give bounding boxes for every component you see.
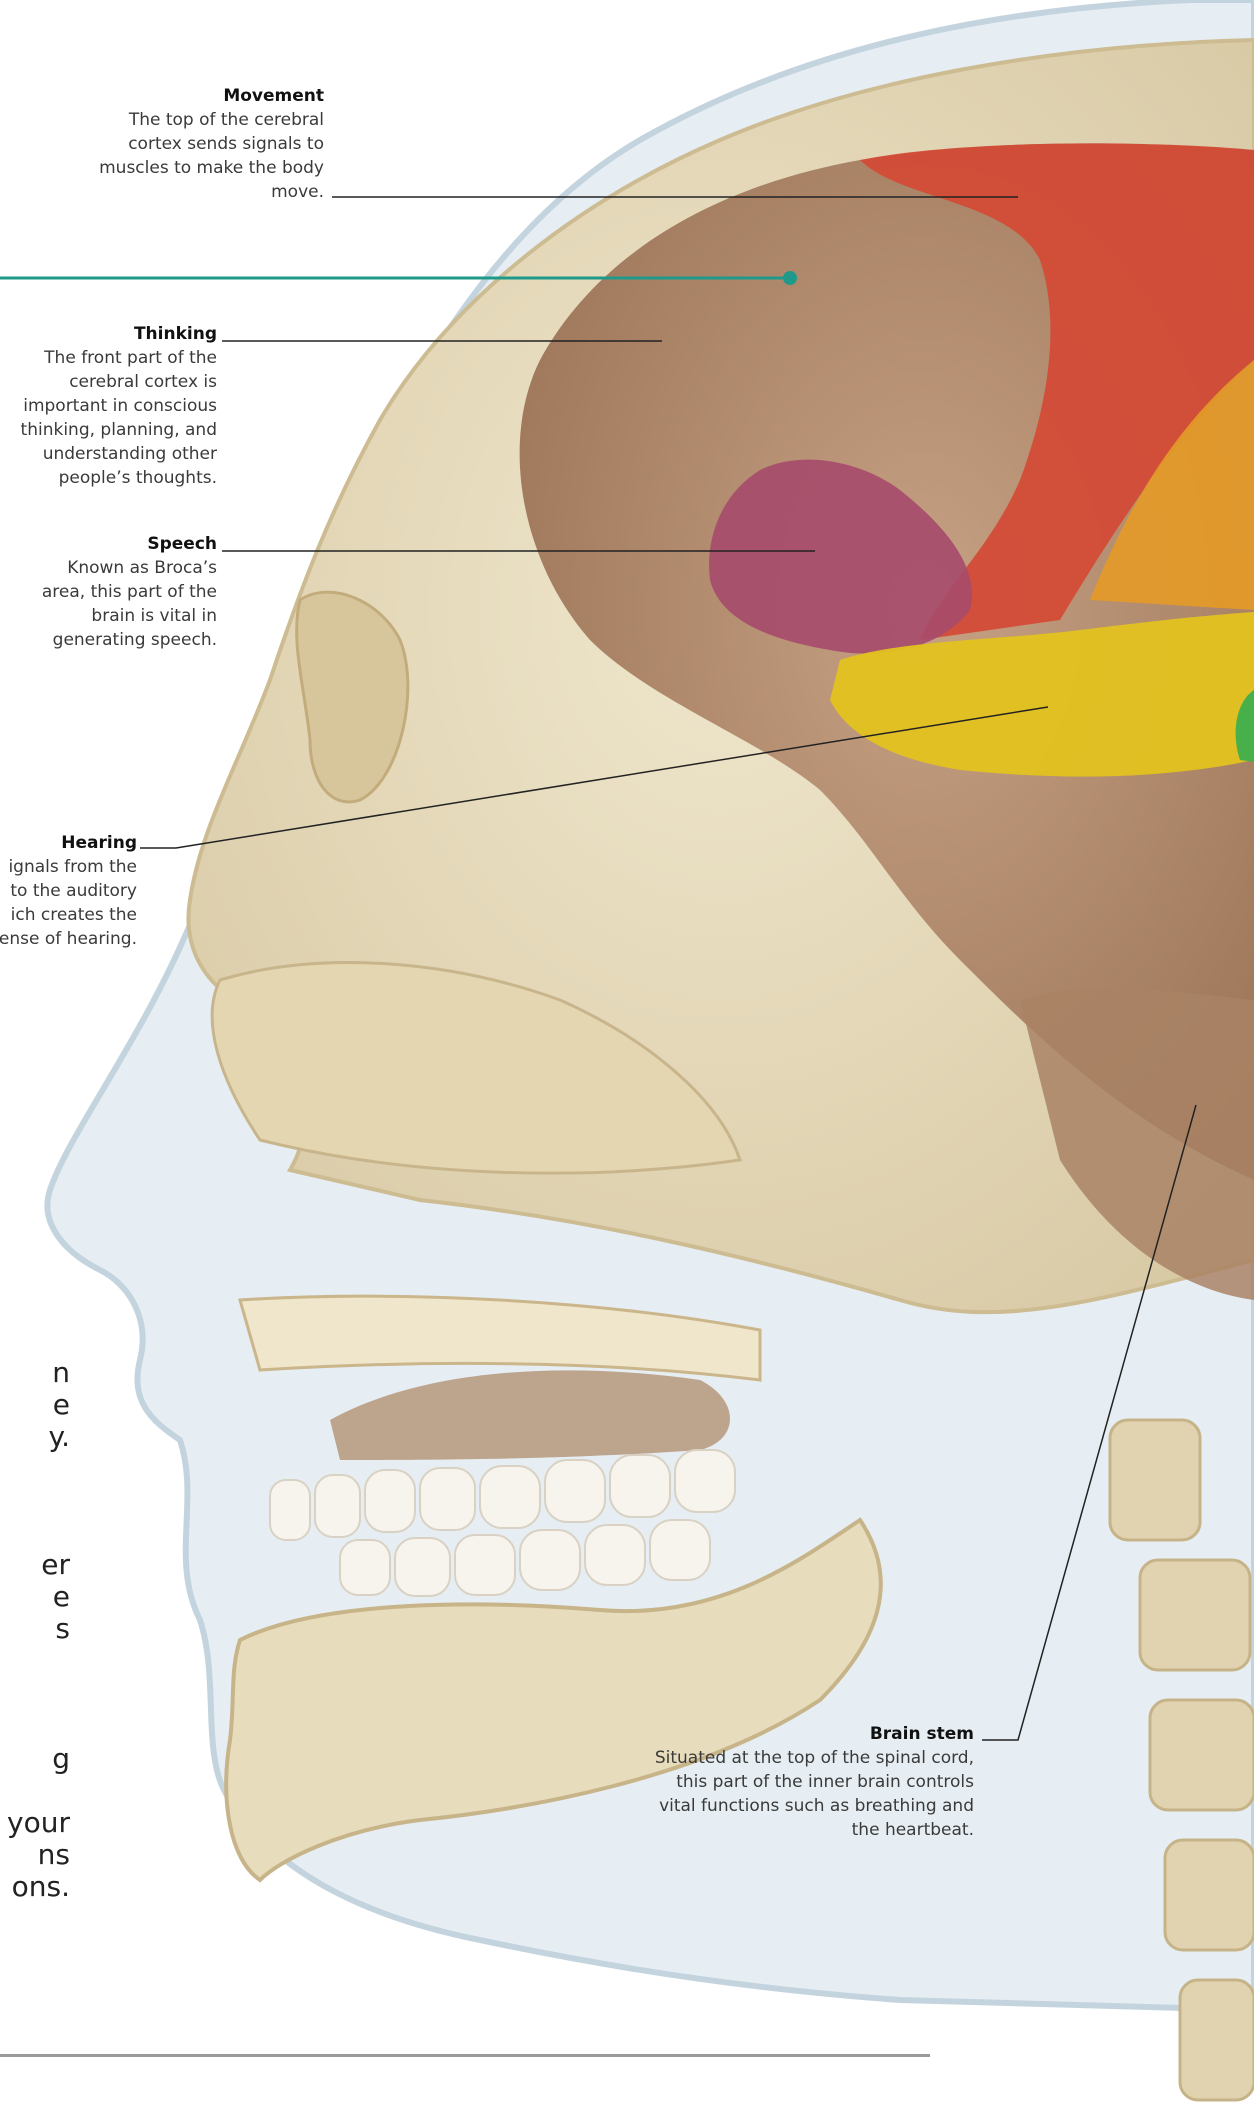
speech-description: Known as Broca’s area, this part of the … xyxy=(20,556,217,652)
hearing-line-1: ignals from the xyxy=(0,855,137,879)
body-text-fragment: g xyxy=(0,1743,70,1775)
body-text-fragment: ns xyxy=(0,1839,70,1871)
movement-title: Movement xyxy=(80,84,324,108)
hearing-title: Hearing xyxy=(0,831,137,855)
body-text-fragment: ons. xyxy=(0,1871,70,1903)
movement-label: Movement The top of the cerebral cortex … xyxy=(80,84,324,204)
body-text-fragment: e xyxy=(0,1581,70,1613)
speech-title: Speech xyxy=(20,532,217,556)
speech-label: Speech Known as Broca’s area, this part … xyxy=(20,532,217,652)
thinking-description: The front part of the cerebral cortex is… xyxy=(0,346,217,490)
brain-stem-title: Brain stem xyxy=(640,1722,974,1746)
body-text-fragment: s xyxy=(0,1613,70,1645)
body-text-fragment: er xyxy=(0,1549,70,1581)
thinking-label: Thinking The front part of the cerebral … xyxy=(0,322,217,490)
hearing-label: Hearing ignals from the to the auditory … xyxy=(0,831,137,951)
bottom-rule xyxy=(0,2054,930,2057)
hearing-line-3: ich creates the xyxy=(0,903,137,927)
movement-description: The top of the cerebral cortex sends sig… xyxy=(80,108,324,204)
hearing-line-2: to the auditory xyxy=(0,879,137,903)
brain-stem-label: Brain stem Situated at the top of the sp… xyxy=(640,1722,974,1842)
body-text-fragment: e xyxy=(0,1389,70,1421)
body-text-fragment: your xyxy=(0,1807,70,1839)
body-text-fragment: y. xyxy=(0,1421,70,1453)
body-text-fragment: n xyxy=(0,1357,70,1389)
thinking-title: Thinking xyxy=(0,322,217,346)
hearing-line-4: ense of hearing. xyxy=(0,927,137,951)
brain-stem-description: Situated at the top of the spinal cord, … xyxy=(640,1746,974,1842)
